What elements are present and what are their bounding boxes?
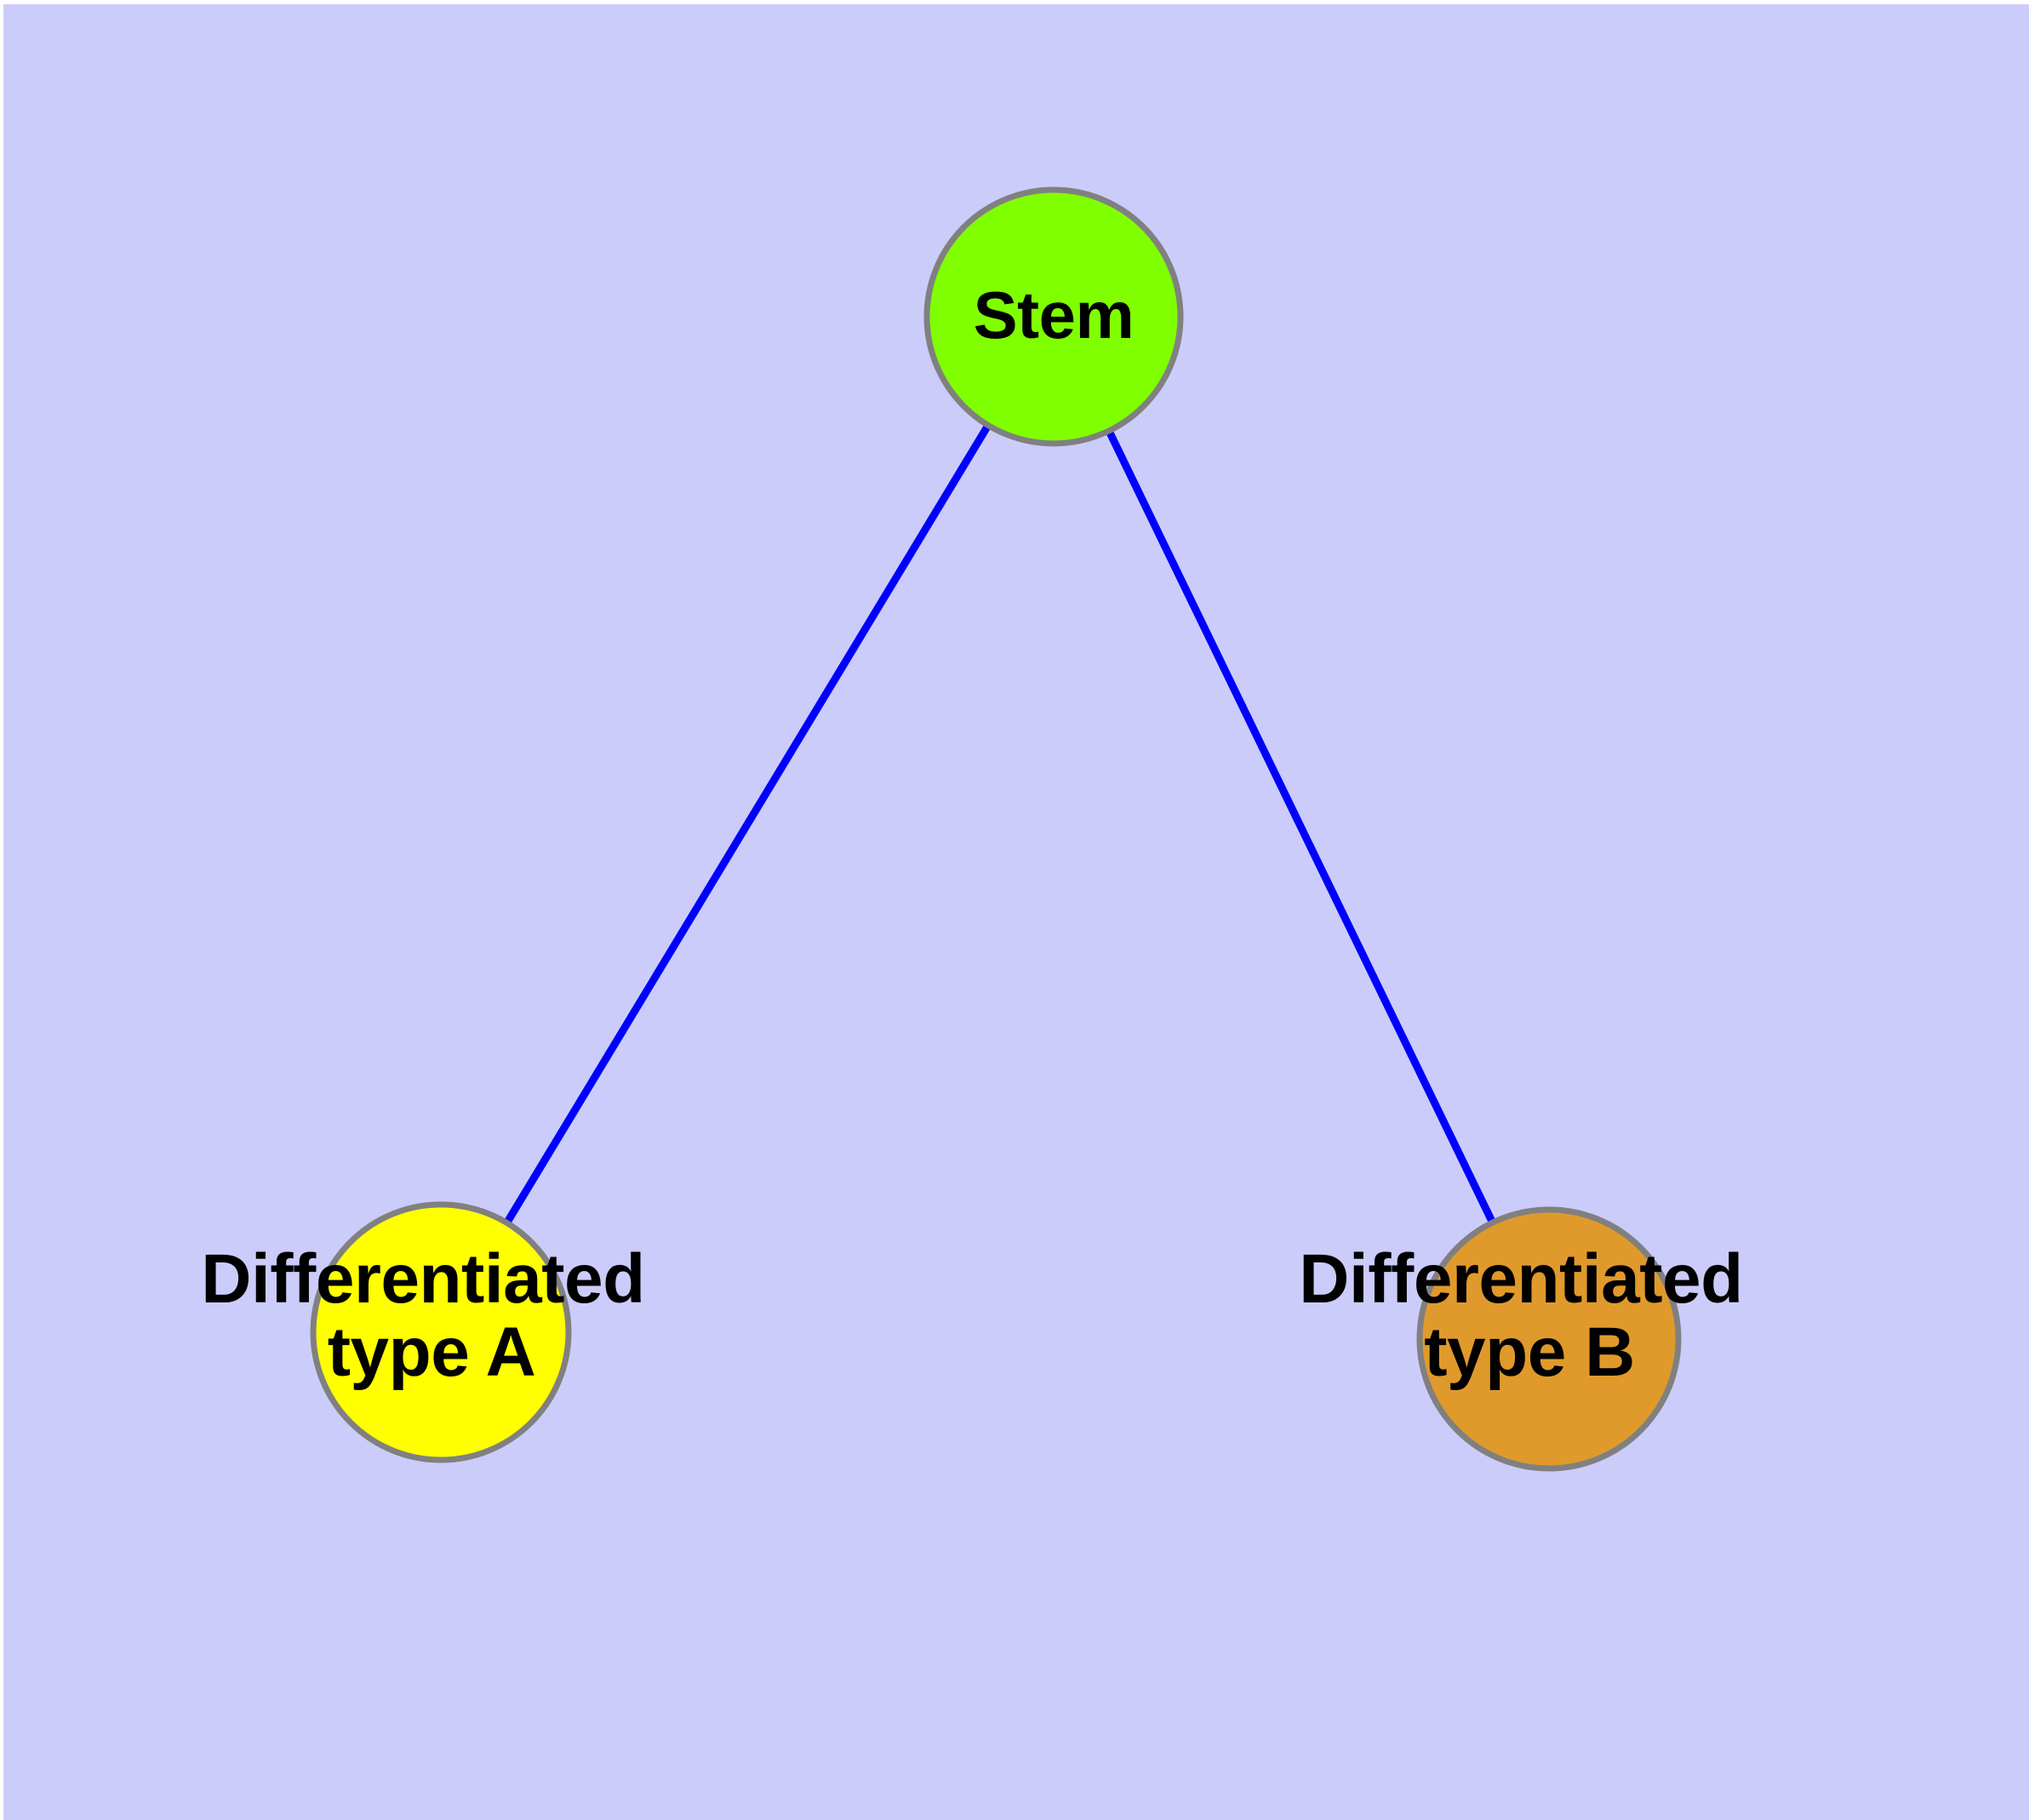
node-circle-differentiated-type-a[interactable] xyxy=(310,1201,572,1463)
node-label-stem: Stem xyxy=(973,278,1135,352)
node-layer xyxy=(310,186,1682,1472)
node-label-differentiated-type-a-line2: type A xyxy=(327,1313,536,1391)
edge-stem-to-differentiated-type-a xyxy=(437,314,1057,1335)
node-circle-stem[interactable] xyxy=(923,186,1184,447)
node-label-differentiated-type-b-line1: Differentiated xyxy=(1299,1240,1743,1318)
node-label-differentiated-type-b-line2: type B xyxy=(1424,1313,1635,1391)
node-label-differentiated-type-a-line1: Differentiated xyxy=(201,1240,645,1318)
edge-layer xyxy=(437,314,1553,1341)
edge-stem-to-differentiated-type-b xyxy=(1049,315,1553,1341)
node-circle-differentiated-type-b[interactable] xyxy=(1416,1206,1682,1472)
